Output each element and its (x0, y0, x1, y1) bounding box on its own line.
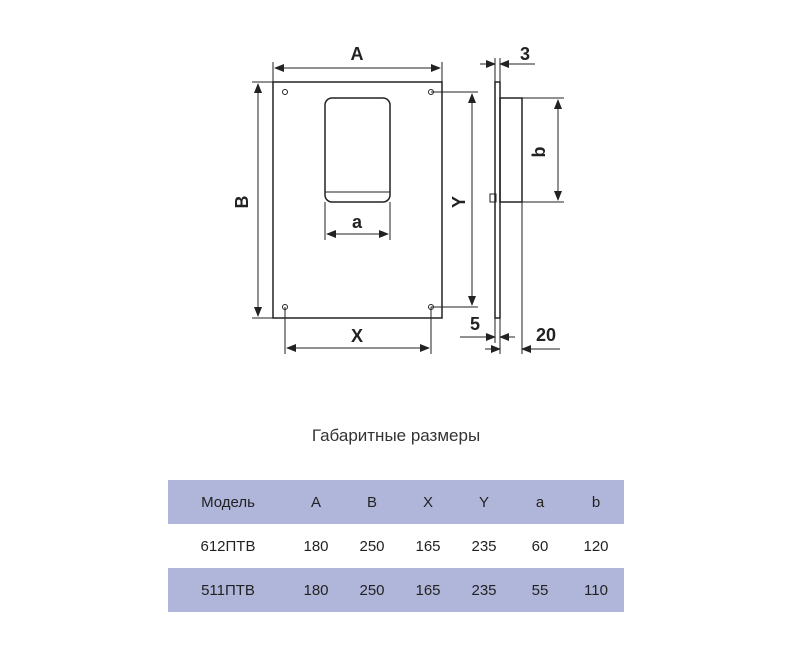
cell-X: 165 (415, 581, 441, 599)
cell-model: 511ПТВ (201, 581, 255, 599)
dimensions-caption: Габаритные размеры (311, 426, 481, 445)
header-model: Модель (201, 493, 255, 511)
header-a: a (535, 493, 545, 511)
cell-A: 180 (303, 537, 329, 555)
dim-offset-label: 5 (470, 314, 480, 334)
table-header-row: Модель A B X Y a b (168, 480, 624, 524)
cell-X: 165 (415, 537, 441, 555)
front-opening-outline (324, 97, 391, 203)
cell-B: 250 (359, 537, 385, 555)
header-X: X (422, 493, 433, 511)
dim-depth (485, 202, 560, 354)
dim-thickness (480, 58, 535, 82)
dim-B-label: B (232, 196, 252, 209)
cell-model: 612ПТВ (200, 537, 256, 555)
dim-offset (460, 318, 515, 343)
header-A: A (310, 493, 321, 511)
dim-thickness-label: 3 (520, 44, 530, 64)
dimensions-table: Модель A B X Y a b 612ПТВ 180 250 165 23… (168, 480, 624, 612)
cell-Y: 235 (471, 581, 497, 599)
cell-b: 110 (584, 581, 608, 599)
dim-a-label: a (352, 212, 363, 232)
table-row: 612ПТВ 180 250 165 235 60 120 (168, 524, 624, 568)
dim-B (252, 81, 273, 319)
dim-b-label: b (529, 147, 549, 158)
dim-Y (431, 91, 478, 308)
cell-a: 60 (531, 537, 549, 555)
side-bracket-outline (489, 193, 497, 203)
front-view (272, 81, 443, 319)
side-view (489, 81, 523, 319)
side-spigot-outline (499, 97, 523, 203)
dim-a (324, 202, 391, 240)
mounting-hole-top-left (282, 89, 288, 95)
cell-a: 55 (531, 581, 549, 599)
dim-depth-label: 20 (536, 325, 556, 345)
cell-Y: 235 (471, 537, 497, 555)
cell-B: 250 (359, 581, 385, 599)
cell-A: 180 (303, 581, 329, 599)
header-b: b (591, 493, 601, 511)
dim-X-label: X (351, 326, 363, 346)
dim-b (522, 97, 564, 203)
cell-b: 120 (583, 537, 609, 555)
dim-A (272, 62, 443, 82)
front-plate-outline (272, 81, 443, 319)
technical-drawing: A B X Y a 3 (232, 44, 564, 354)
table-row: 511ПТВ 180 250 165 235 55 110 (168, 568, 624, 612)
dim-X (284, 307, 432, 354)
header-B: B (366, 493, 377, 511)
header-Y: Y (478, 493, 489, 511)
dim-Y-label: Y (449, 196, 469, 208)
dim-A-label: A (351, 44, 364, 64)
